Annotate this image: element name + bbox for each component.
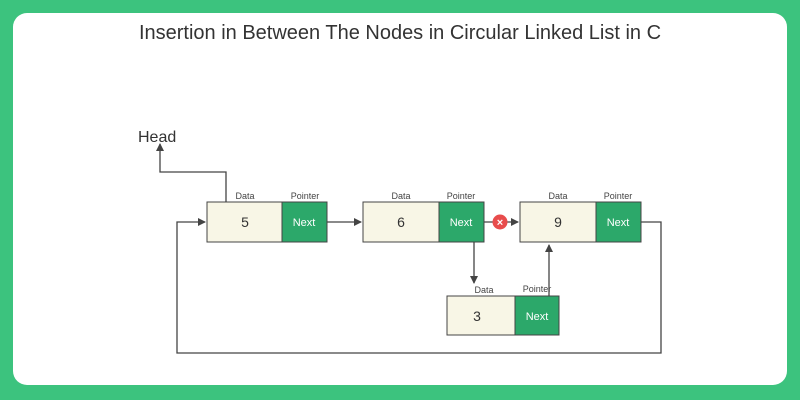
data-label: Data	[548, 191, 567, 201]
data-cell	[362, 201, 440, 243]
data-cell	[206, 201, 283, 243]
data-label: Data	[474, 285, 493, 295]
node-value: 9	[554, 214, 562, 230]
diagram-card	[13, 13, 787, 385]
head-pointer-arrow	[156, 143, 227, 202]
pointer-cell	[514, 295, 560, 336]
circular-return-arrow	[176, 218, 662, 354]
diagram-title: Insertion in Between The Nodes in Circul…	[138, 22, 662, 44]
node-value: 3	[473, 308, 481, 324]
pointer-label: Pointer	[604, 191, 633, 201]
pointer-label: Pointer	[291, 191, 320, 201]
pointer-cell	[438, 201, 485, 243]
node-6: Data Pointer 6 Next	[362, 191, 485, 243]
next-label: Next	[526, 311, 549, 323]
node-9: Data Pointer 9 Next	[519, 191, 642, 243]
svg-text:×: ×	[497, 217, 503, 229]
next-label: Next	[607, 217, 630, 229]
head-label: Head	[138, 129, 176, 146]
node-3-inserted: Data Pointer 3 Next	[446, 284, 560, 336]
node-value: 6	[397, 214, 405, 230]
data-cell	[519, 201, 597, 243]
pointer-label: Pointer	[447, 191, 476, 201]
data-label: Data	[391, 191, 410, 201]
node-5: Data Pointer 5 Next	[206, 191, 328, 243]
cross-icon: ×	[492, 214, 508, 230]
data-cell	[446, 295, 516, 336]
next-label: Next	[450, 217, 473, 229]
next-label: Next	[293, 217, 316, 229]
data-label: Data	[235, 191, 254, 201]
node-value: 5	[241, 214, 249, 230]
pointer-cell	[595, 201, 642, 243]
pointer-label: Pointer	[523, 284, 552, 294]
